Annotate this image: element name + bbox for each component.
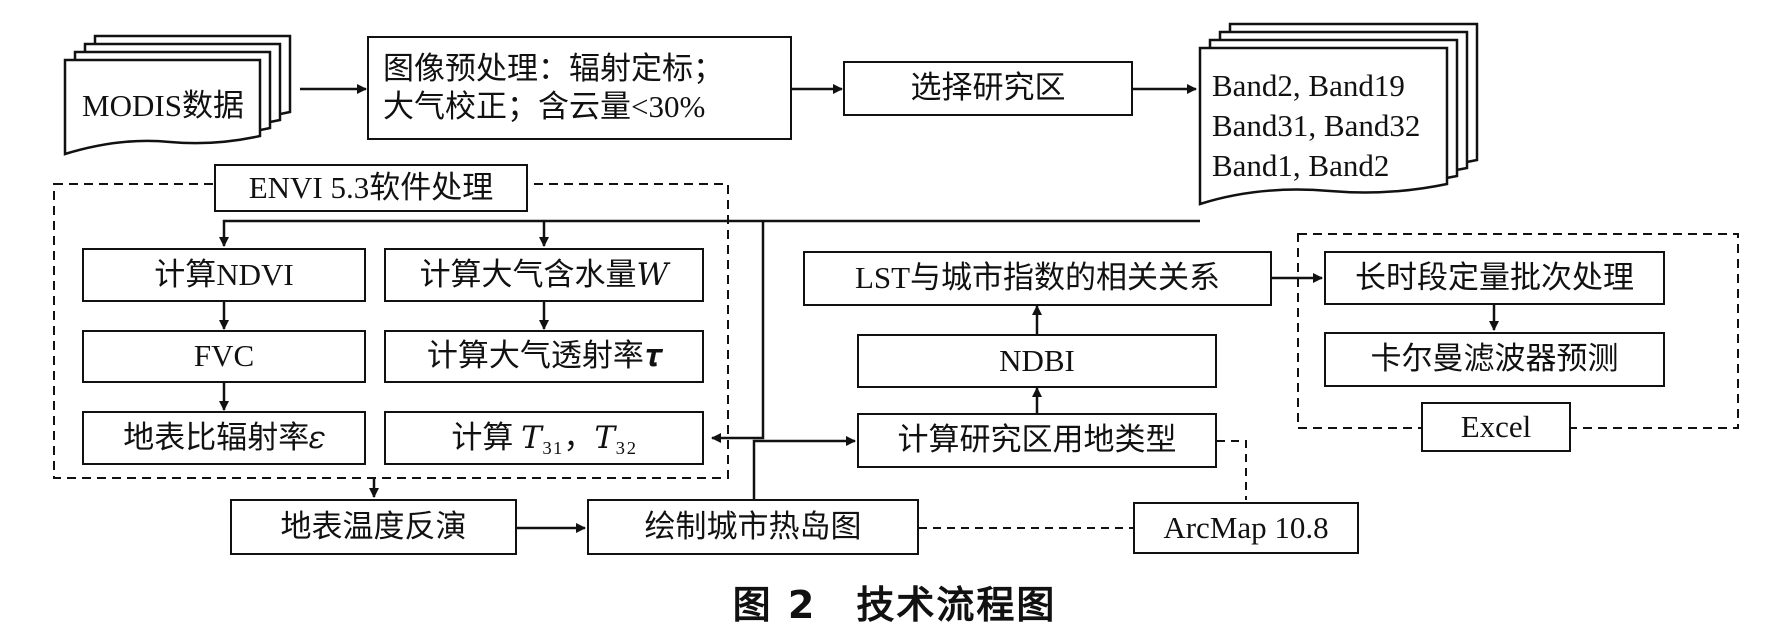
excel-label-box: Excel <box>1421 402 1571 452</box>
fvc-box: FVC <box>82 330 366 383</box>
preprocess-line-1: 图像预处理：辐射定标； <box>383 51 724 86</box>
bands-line-3: Band1, Band2 <box>1212 148 1390 183</box>
land-use-box: 计算研究区用地类型 <box>857 413 1217 468</box>
preprocess-line-2: 大气校正；含云量<30% <box>383 89 706 124</box>
lst-inversion-box: 地表温度反演 <box>230 499 517 555</box>
modis-data-label: MODIS数据 <box>82 88 244 123</box>
edge-heatisland-landuse <box>752 436 856 500</box>
arcmap-link-landuse <box>1217 440 1247 500</box>
emissivity-box: 地表比辐射率𝜀 <box>82 411 366 465</box>
lst-relation-box: LST与城市指数的相关关系 <box>803 251 1272 306</box>
preprocess-box: 图像预处理：辐射定标； 大气校正；含云量<30% <box>367 36 792 140</box>
excel-region <box>1297 233 1739 429</box>
bands-doc-stack <box>1198 22 1479 206</box>
water-vapor-box: 计算大气含水量𝑊 <box>384 248 704 302</box>
bands-line-2: Band31, Band32 <box>1212 108 1421 143</box>
ndbi-box: NDBI <box>857 334 1217 388</box>
heat-island-box: 绘制城市热岛图 <box>587 499 919 555</box>
arcmap-box: ArcMap 10.8 <box>1133 502 1359 554</box>
edge-bands-bus <box>219 219 1200 247</box>
transmittance-box: 计算大气透射率𝝉 <box>384 330 704 383</box>
batch-processing-box: 长时段定量批次处理 <box>1324 251 1665 305</box>
bands-line-1: Band2, Band19 <box>1212 68 1405 103</box>
kalman-filter-box: 卡尔曼滤波器预测 <box>1324 332 1665 387</box>
envi-label-box: ENVI 5.3软件处理 <box>214 164 528 212</box>
figure-caption: 图 2 技术流程图 <box>732 583 1057 627</box>
ndvi-box: 计算NDVI <box>82 248 366 302</box>
modis-doc-stack <box>63 34 292 156</box>
edge-bus-t3132 <box>711 221 765 443</box>
bands-list: Band2, Band19 Band31, Band32 Band1, Band… <box>1212 66 1452 186</box>
select-study-area-box: 选择研究区 <box>843 61 1133 116</box>
t31-t32-box: 计算 𝑇₃₁，𝑇₃₂ <box>384 411 704 465</box>
